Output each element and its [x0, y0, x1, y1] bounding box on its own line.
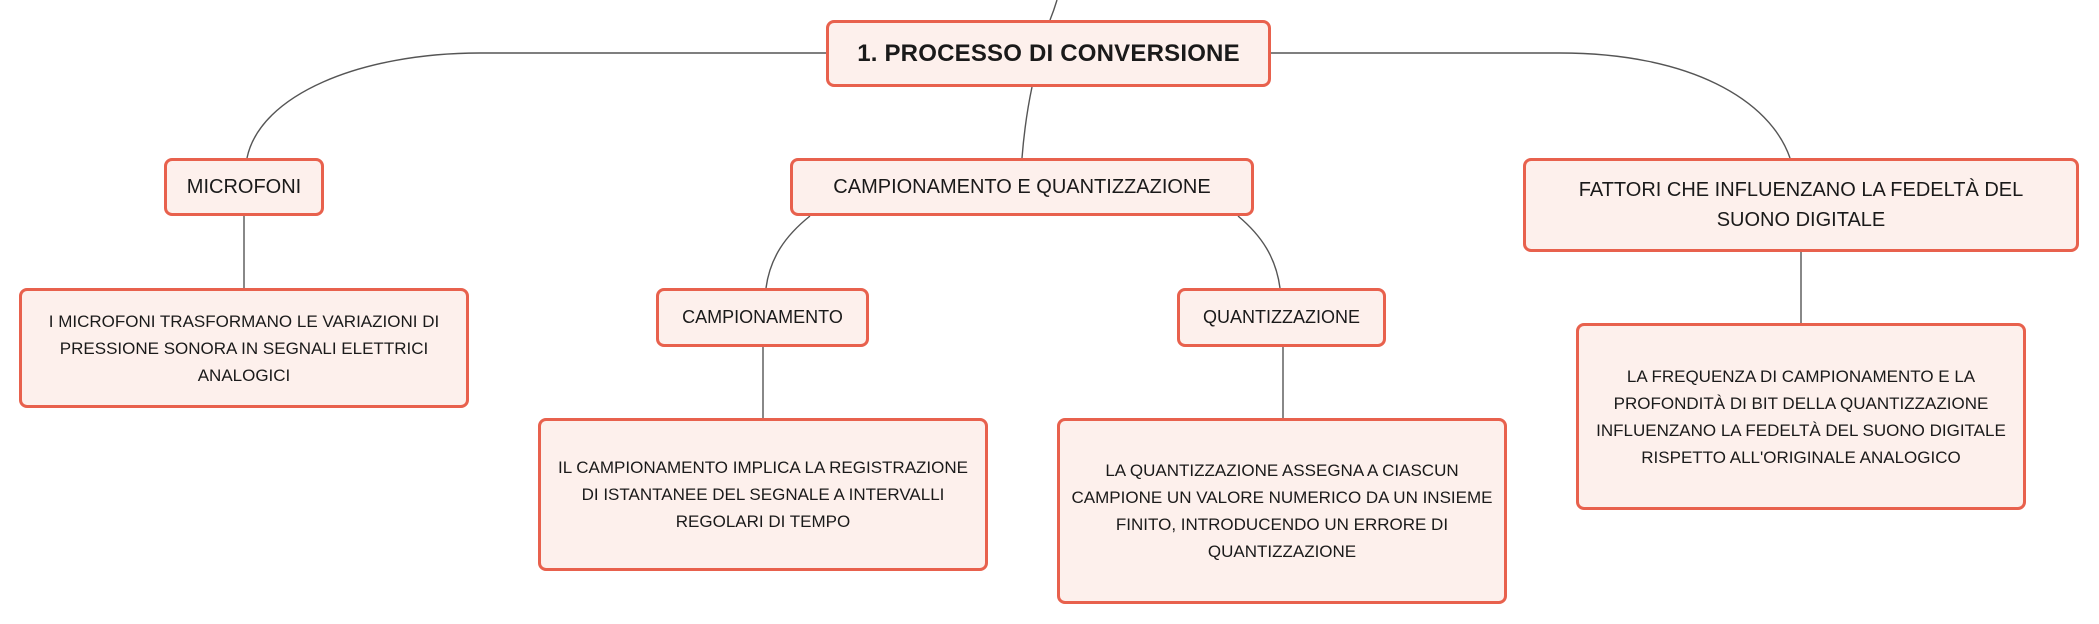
campionamento-quantizzazione-node-label: CAMPIONAMENTO E QUANTIZZAZIONE	[833, 176, 1211, 198]
microfoni-node-label: MICROFONI	[186, 176, 302, 198]
connector-cq-to-campionamento	[765, 215, 811, 289]
microfoni-detail-text: I MICROFONI TRASFORMANO LE VARIAZIONI DI…	[48, 311, 440, 385]
microfoni-detail-node[interactable]: I MICROFONI TRASFORMANO LE VARIAZIONI DI…	[19, 288, 469, 408]
connector-root-to-fattori	[1271, 52, 1791, 159]
quantizzazione-detail-text: LA QUANTIZZAZIONE ASSEGNA A CIASCUN CAMP…	[1071, 461, 1493, 561]
root-node[interactable]: 1. PROCESSO DI CONVERSIONE	[826, 20, 1271, 87]
connector-cq-to-quantizzazione	[1237, 215, 1281, 289]
fattori-detail-text: LA FREQUENZA DI CAMPIONAMENTO E LA PROFO…	[1596, 366, 2006, 467]
campionamento-quantizzazione-node[interactable]: CAMPIONAMENTO E QUANTIZZAZIONE	[790, 158, 1254, 216]
microfoni-node[interactable]: MICROFONI	[164, 158, 324, 216]
fattori-node-label: FATTORI CHE INFLUENZANO LA FEDELTÀ DEL S…	[1578, 179, 2024, 231]
connector-parent-to-root	[1049, 0, 1058, 21]
fattori-detail-node[interactable]: LA FREQUENZA DI CAMPIONAMENTO E LA PROFO…	[1576, 323, 2026, 510]
connector-root-to-campionamento-quantizzazione	[1021, 86, 1033, 159]
quantizzazione-detail-node[interactable]: LA QUANTIZZAZIONE ASSEGNA A CIASCUN CAMP…	[1057, 418, 1507, 604]
campionamento-detail-text: IL CAMPIONAMENTO IMPLICA LA REGISTRAZION…	[558, 458, 968, 531]
quantizzazione-node-label: QUANTIZZAZIONE	[1203, 307, 1360, 327]
root-node-label: 1. PROCESSO DI CONVERSIONE	[857, 39, 1240, 67]
campionamento-detail-node[interactable]: IL CAMPIONAMENTO IMPLICA LA REGISTRAZION…	[538, 418, 988, 571]
quantizzazione-node[interactable]: QUANTIZZAZIONE	[1177, 288, 1386, 347]
fattori-node[interactable]: FATTORI CHE INFLUENZANO LA FEDELTÀ DEL S…	[1523, 158, 2079, 252]
connector-root-to-microfoni	[246, 52, 826, 159]
campionamento-node-label: CAMPIONAMENTO	[682, 307, 843, 327]
campionamento-node[interactable]: CAMPIONAMENTO	[656, 288, 869, 347]
